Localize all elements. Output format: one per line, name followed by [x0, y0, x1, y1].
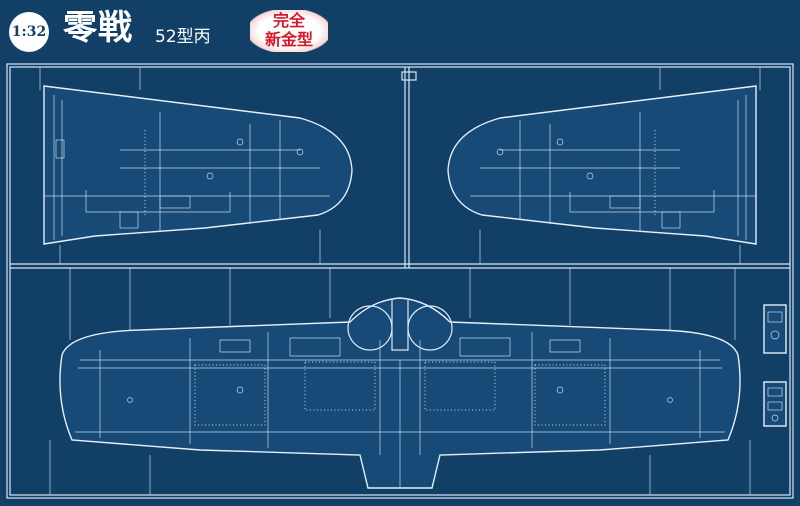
- new-mold-badge-line2: 新金型: [264, 30, 313, 49]
- model-subtitle: 52型丙: [155, 27, 211, 47]
- product-title: 零戦: [63, 8, 133, 48]
- sprue-frame: [6, 63, 794, 499]
- scale-badge: 1:32: [9, 12, 49, 52]
- lower-wing-part: [59, 297, 741, 489]
- right-upper-wing-part: [447, 85, 757, 245]
- small-parts: [763, 304, 787, 427]
- left-upper-wing-part: [43, 85, 353, 245]
- new-mold-badge-line1: 完全: [272, 11, 305, 30]
- new-mold-badge: 完全 新金型: [250, 10, 328, 52]
- header: 1:32 零戦 52型丙 完全 新金型: [0, 0, 800, 60]
